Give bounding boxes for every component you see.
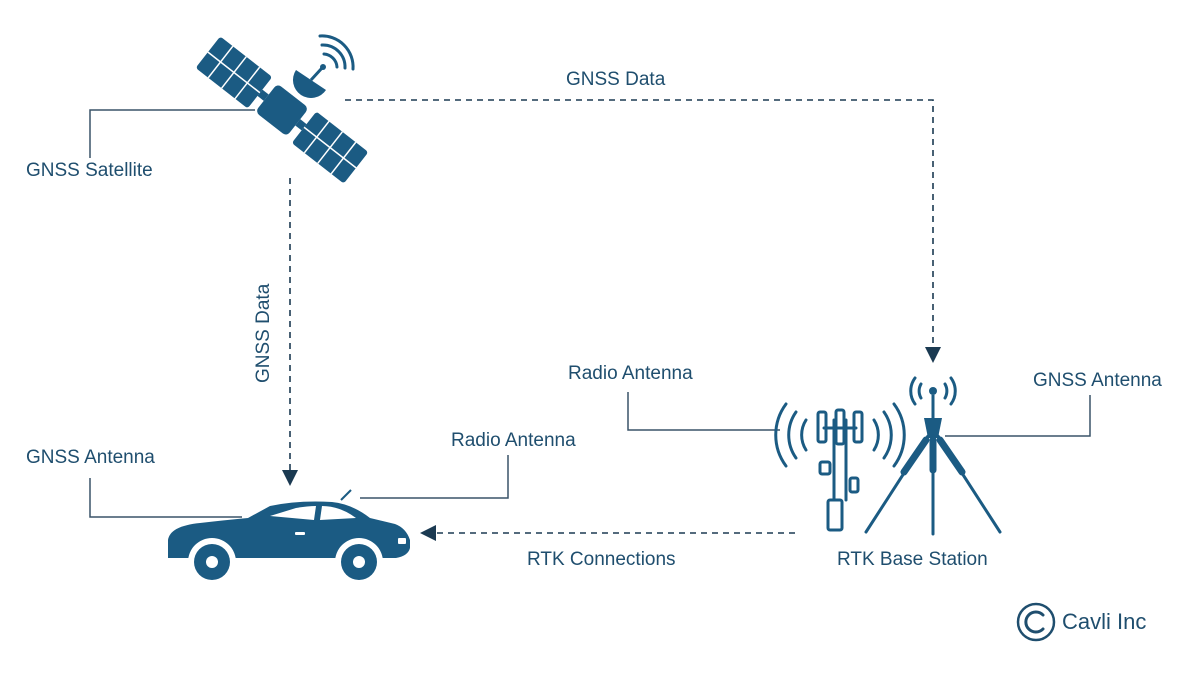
cavli-logo-icon bbox=[1016, 602, 1056, 642]
leader-radio-antenna-station bbox=[627, 392, 780, 431]
car-icon bbox=[168, 489, 410, 586]
rtk-base-station-label: RTK Base Station bbox=[837, 549, 988, 570]
gnss-data-vertical-label: GNSS Data bbox=[253, 283, 274, 383]
brand-mark: Cavli Inc bbox=[1016, 600, 1146, 644]
satellite-icon bbox=[196, 34, 368, 183]
leader-gnss-antenna-car bbox=[89, 478, 242, 518]
radio-antenna-station-label: Radio Antenna bbox=[568, 363, 693, 384]
rtk-connections-label: RTK Connections bbox=[527, 549, 676, 570]
brand-name: Cavli Inc bbox=[1062, 609, 1147, 634]
radio-tower-icon bbox=[774, 402, 906, 532]
leader-radio-antenna-car bbox=[360, 455, 509, 499]
tripod-gnss-antenna-icon bbox=[864, 376, 1002, 536]
gnss-antenna-car-label: GNSS Antenna bbox=[26, 447, 155, 468]
leader-gnss-antenna-station bbox=[945, 395, 1091, 437]
gnss-data-flow-to-station bbox=[345, 99, 941, 363]
radio-antenna-car-label: Radio Antenna bbox=[451, 430, 576, 451]
gnss-satellite-label: GNSS Satellite bbox=[26, 160, 153, 181]
gnss-antenna-station-label: GNSS Antenna bbox=[1033, 370, 1162, 391]
leader-gnss-satellite bbox=[89, 109, 255, 158]
gnss-data-top-label: GNSS Data bbox=[566, 69, 666, 90]
